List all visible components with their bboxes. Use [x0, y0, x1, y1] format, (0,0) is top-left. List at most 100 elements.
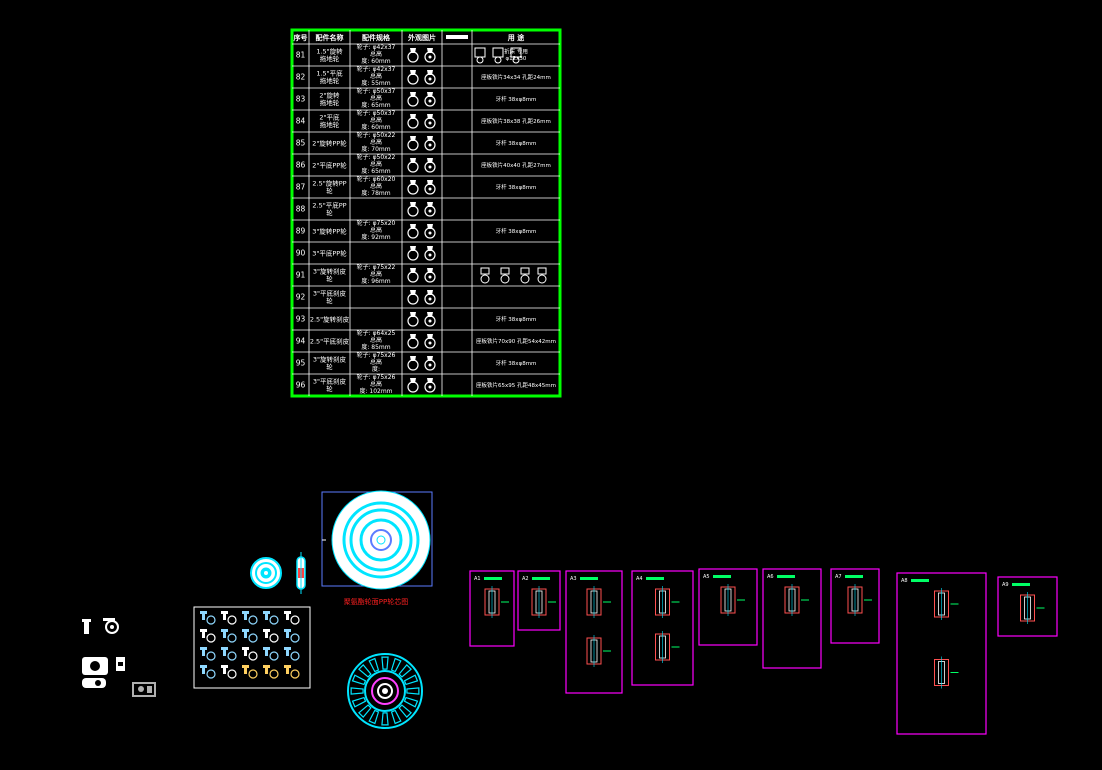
part-name: 拖地轮 — [320, 76, 340, 85]
wheel-slot — [351, 696, 367, 708]
part-name: 2"平底 — [319, 113, 340, 122]
small-wheel[interactable] — [250, 557, 282, 589]
part-spec: 度: 70mm — [361, 145, 390, 153]
table-header-cell: 序号 — [293, 33, 308, 42]
part-spec: 度: 102mm — [359, 387, 392, 395]
detail-sheet[interactable]: A4 — [631, 570, 694, 686]
detail-sheet[interactable]: A3 — [565, 570, 623, 694]
caster-photo-icon — [407, 378, 436, 393]
part-name: 拖地轮 — [320, 120, 340, 129]
wheel-axle — [376, 535, 386, 545]
row-number: 89 — [296, 227, 306, 236]
caster-thumb-wheel — [227, 651, 237, 661]
detail-sheet[interactable]: A2 — [517, 570, 561, 631]
wheel-hub-ring — [349, 508, 413, 572]
table-header: 序号配件名称配件规格外观图片用 途 — [293, 33, 526, 42]
large-wheel-front-view[interactable] — [321, 490, 433, 590]
caster-symbols-left[interactable] — [82, 618, 156, 697]
part-name: 1.5"平底 — [316, 69, 343, 78]
part-spec: 度: 92mm — [361, 233, 390, 241]
part-spec: 轮子: φ50x37 — [357, 87, 396, 95]
catalog-caster-thumbnails — [200, 611, 300, 679]
detail-sheet[interactable]: A1 — [469, 570, 515, 647]
caster-thumb-fork — [223, 614, 226, 620]
part-spec: 轮子: φ75x26 — [357, 351, 396, 359]
detail-sheet[interactable]: A8 — [896, 572, 987, 735]
caster-thumb-plate — [221, 629, 228, 632]
part-spec: 轮子: φ75x26 — [357, 373, 396, 381]
detail-sheet-frame — [762, 568, 822, 669]
caster-photo-icon — [407, 290, 436, 305]
detail-sheet-frame — [997, 576, 1058, 637]
part-usage: 座板铁片38x38 孔距26mm — [481, 117, 551, 125]
caster-photo-icon — [407, 356, 436, 371]
detail-sheet-title: A5 — [703, 574, 710, 580]
part-spec: 度: 65mm — [361, 101, 390, 109]
wheel-slot — [350, 687, 364, 695]
detail-sheet-frame — [896, 572, 987, 735]
caster-thumb-plate — [242, 629, 249, 632]
caster-thumb-wheel — [227, 615, 237, 625]
part-spec: 度: 65mm — [361, 167, 390, 175]
detail-sheet[interactable]: A6 — [762, 568, 822, 669]
part-spec: 轮子: φ50x22 — [357, 153, 396, 161]
caster-thumb-fork — [202, 614, 205, 620]
caster-thumb-wheel — [206, 669, 216, 679]
detail-title-bar — [580, 577, 598, 580]
caster-thumb-plate — [284, 665, 291, 668]
wheel-slot — [381, 712, 389, 726]
detail-sheet[interactable]: A5 — [698, 568, 758, 646]
slotted-wheel-hub — [371, 677, 399, 705]
part-spec: 度: 78mm — [361, 189, 390, 197]
caster-thumb-plate — [263, 611, 270, 614]
part-usage: φ12x30 — [506, 56, 527, 62]
caster-thumb-fork — [265, 650, 268, 656]
part-name: 2"平底PP轮 — [312, 160, 347, 169]
caster-thumb-fork — [202, 668, 205, 674]
wheel-slot — [351, 674, 367, 686]
detail-sheet-frame — [517, 570, 561, 631]
detail-sheet[interactable]: A7 — [830, 568, 880, 644]
wheel-side-view[interactable] — [296, 552, 306, 594]
caster-thumb-plate — [284, 629, 291, 632]
part-name: 3"平底刹皮 — [313, 377, 347, 386]
table-header-cell: 配件规格 — [362, 33, 391, 42]
slotted-wheel-view[interactable] — [347, 653, 423, 729]
row-number: 84 — [296, 117, 306, 126]
caster-icon — [82, 619, 91, 634]
part-name: 3"平底刹皮 — [313, 289, 347, 298]
slotted-wheel-outer — [347, 653, 423, 729]
part-name: 2"旋转 — [319, 91, 340, 100]
caster-thumb-wheel — [206, 651, 216, 661]
row-number: 95 — [296, 359, 306, 368]
caster-thumb-wheel — [290, 651, 300, 661]
caster-photo-icon — [407, 92, 436, 107]
detail-sheet[interactable]: A9 — [997, 576, 1058, 637]
row-number: 96 — [296, 381, 306, 390]
row-number: 83 — [296, 95, 306, 104]
caster-thumb-fork — [286, 650, 289, 656]
caster-catalog-sheet[interactable] — [193, 606, 311, 689]
wheel-slot — [358, 704, 372, 718]
small-wheel-rim — [255, 562, 277, 584]
caster-thumb-fork — [244, 614, 247, 620]
